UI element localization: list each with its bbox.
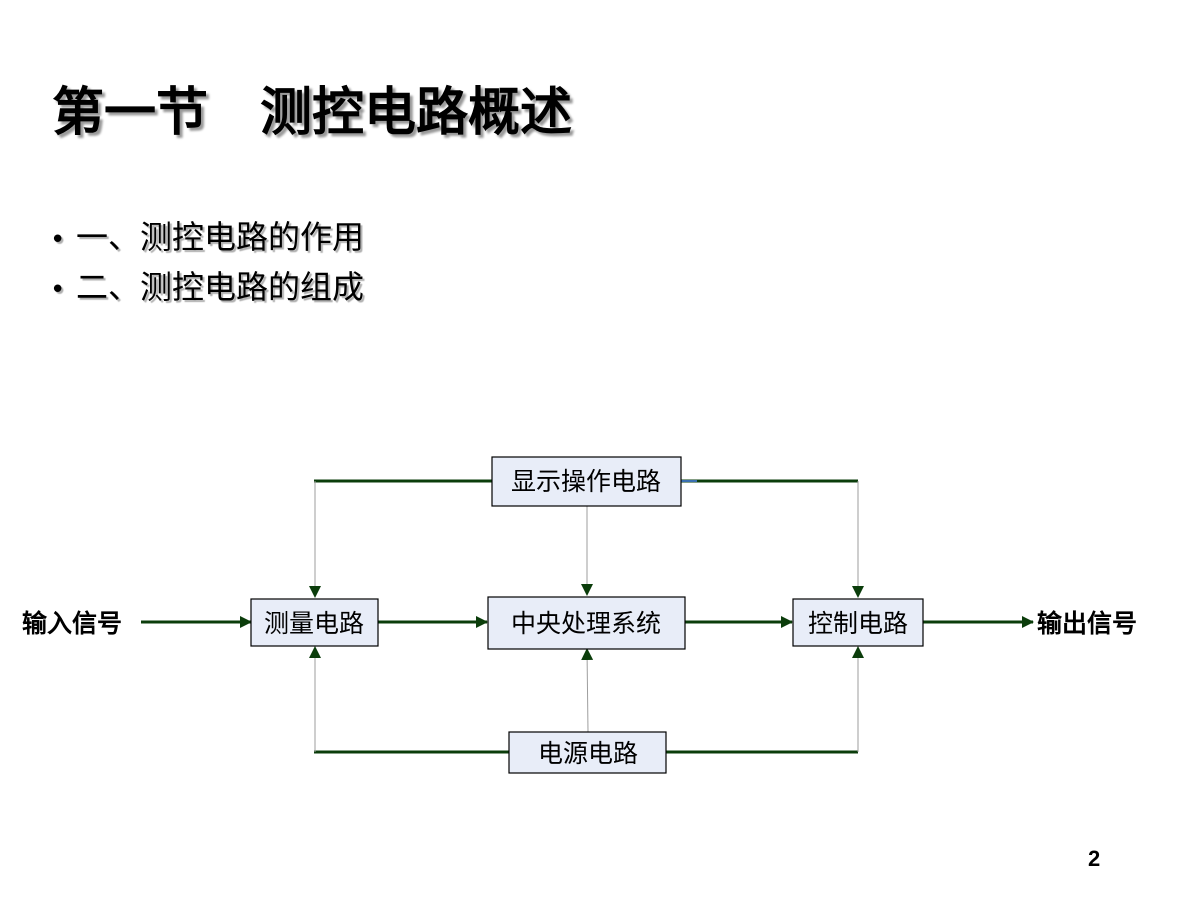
output-signal-label: 输出信号 bbox=[1037, 609, 1137, 638]
cpu-label: 中央处理系统 bbox=[511, 609, 661, 638]
bullet-item: • 二、测控电路的组成 bbox=[50, 262, 364, 312]
bullet-marker: • bbox=[50, 225, 66, 255]
display-circuit-box: 显示操作电路 bbox=[491, 456, 682, 507]
bullet-text: 二、测控电路的组成 bbox=[76, 268, 365, 306]
cpu-box: 中央处理系统 bbox=[487, 596, 686, 650]
input-signal-label: 输入信号 bbox=[22, 609, 122, 638]
bullet-marker: • bbox=[50, 275, 66, 305]
control-circuit-box: 控制电路 bbox=[792, 598, 924, 647]
measure-circuit-label: 测量电路 bbox=[264, 609, 364, 638]
bullet-list: • 一、测控电路的作用 • 二、测控电路的组成 bbox=[50, 212, 364, 312]
bullet-item: • 一、测控电路的作用 bbox=[50, 212, 364, 262]
arrow-power-to-cpu bbox=[581, 648, 594, 733]
measure-circuit-box: 测量电路 bbox=[250, 598, 379, 647]
control-circuit-label: 控制电路 bbox=[808, 609, 908, 638]
power-circuit-label: 电源电路 bbox=[538, 739, 638, 768]
page-title: 第一节 测控电路概述 bbox=[52, 83, 573, 143]
display-circuit-label: 显示操作电路 bbox=[511, 467, 661, 496]
page-number: 2 bbox=[1088, 846, 1101, 871]
bullet-text: 一、测控电路的作用 bbox=[76, 218, 365, 256]
power-circuit-box: 电源电路 bbox=[508, 731, 667, 774]
